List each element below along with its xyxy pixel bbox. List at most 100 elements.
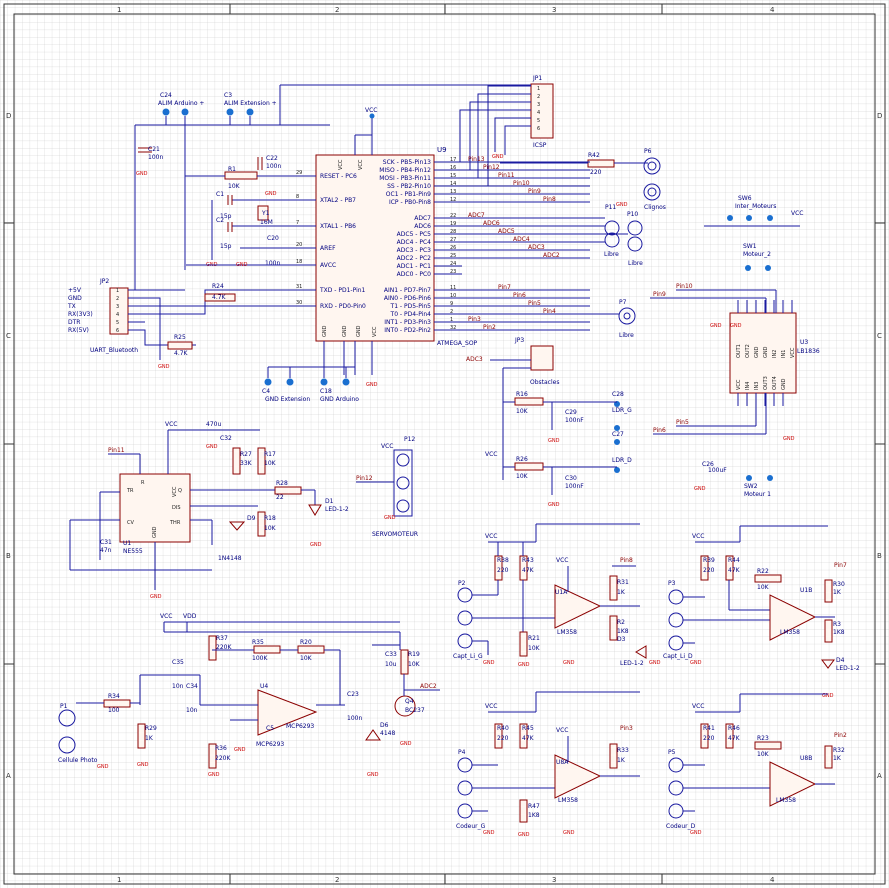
d9-value: 1N4148 (218, 555, 242, 562)
mcu-net-label: ADC3 (528, 244, 545, 251)
line-sensor-left: VCC R38 220 R43 47K P2 Capt_Li_G GND R21… (453, 523, 661, 668)
sw6-vcc: VCC (791, 210, 803, 217)
mcu-right-pin-label: T0 - PD4-Pin4 (390, 311, 432, 318)
d6-label: D6 (380, 722, 389, 729)
mcu-left-pin-num: 30 (296, 300, 302, 306)
border-num-1b: 1 (117, 876, 121, 884)
d6-value: 4148 (380, 730, 395, 737)
border-numbers-top: 1 2 3 4 1 2 3 4 (117, 6, 775, 884)
c2-label: C2 (216, 217, 224, 224)
mcu-body (315, 154, 435, 342)
mcu-right-pin-num: 27 (450, 237, 456, 243)
inter-label: Inter_Moteurs (735, 203, 776, 210)
mcu-left-pin-num: 7 (296, 220, 299, 226)
u3-top-pin-label: GND (754, 346, 760, 358)
r37-value: 220K (216, 644, 232, 651)
jp2-pin-label: TX (67, 303, 76, 310)
mcu-right-pin-label: INT1 - PD3-Pin3 (384, 319, 431, 326)
r29-label: R29 (145, 725, 157, 732)
c24-label: C24 (160, 92, 172, 99)
border-letter-a: A (6, 772, 11, 780)
servo-gnd: GND (384, 515, 396, 521)
icsp-gnd: GND (492, 154, 504, 160)
mcu-gnd-sym: GND (366, 382, 378, 388)
c5-label: C5 (266, 725, 274, 732)
mcu-net-label: ADC2 (543, 252, 560, 259)
u4-body (257, 689, 318, 736)
jp2-pin-num: 6 (116, 328, 119, 334)
mcu-right-pin-num: 22 (450, 213, 456, 219)
r47-value: 1K8 (528, 812, 540, 819)
r37-body (208, 635, 217, 661)
r30-value: 1K (833, 589, 842, 596)
u1a-gnd: GND (563, 660, 575, 666)
r28-body (274, 486, 302, 495)
r34-label: R34 (108, 693, 120, 700)
c31-label: C31 (100, 539, 112, 546)
border-num-1: 1 (117, 6, 121, 14)
r18-value: 10K (264, 525, 277, 532)
pin6-net-u3: Pin6 (653, 427, 666, 434)
mcu-right-pin-num: 32 (450, 325, 456, 331)
mcu-net-label: Pin5 (528, 300, 541, 307)
mcu-right-pin-label: ADC7 (414, 215, 431, 222)
ne555-label: NE555 (123, 548, 143, 555)
c4-label: C4 (262, 388, 270, 395)
ne-dis: DIS (172, 505, 181, 511)
mcu-left-pin-label: RXD - PD0-Pin0 (320, 303, 366, 310)
mcu-left-pin-num: 18 (296, 259, 302, 265)
r33-value: 1K (617, 757, 626, 764)
gnd-ext-label: GND Extension (265, 396, 310, 403)
c3-label: C3 (224, 92, 232, 99)
servo-label: SERVOMOTEUR (372, 531, 418, 538)
r31-body (609, 575, 618, 601)
r46-value: 47K (728, 735, 741, 742)
r45-label: R45 (522, 725, 534, 732)
r43-value: 47K (522, 567, 535, 574)
r25-body (167, 341, 193, 350)
r35-label: R35 (252, 639, 264, 646)
sw2-label: SW2 (744, 483, 758, 490)
u4-gnd: GND (234, 747, 246, 753)
ls-r-vcc: VCC (692, 533, 704, 540)
mcu-right-pin-num: 16 (450, 165, 456, 171)
mcu-right-pin-num: 2 (450, 309, 453, 315)
r43-label: R43 (522, 557, 534, 564)
c26-label: C26 (702, 461, 714, 468)
c35-label: C35 (172, 659, 184, 666)
r31-label: R31 (617, 579, 629, 586)
mcu-net-label: ADC4 (513, 236, 530, 243)
sw6-label: SW6 (738, 195, 752, 202)
p3-gnd: GND (690, 660, 702, 666)
codeur-d-label: Codeur_D (666, 823, 696, 830)
mcu-right-pin-label: OC1 - PB1-Pin9 (386, 191, 431, 198)
r39-value: 220 (703, 567, 715, 574)
border-num-4b: 4 (770, 876, 775, 884)
r33-body (609, 743, 618, 769)
c29-gnd: GND (548, 438, 560, 444)
c29-label: C29 (565, 409, 577, 416)
jp2-pin-label: RX(3V3) (68, 311, 93, 318)
mcu-gnd-label-1: GND (322, 325, 328, 337)
u1b-label: U1B (800, 587, 812, 594)
mcu-net-label: Pin9 (528, 188, 541, 195)
mcu-right-pin-label: ADC3 - PC3 (397, 247, 432, 254)
sw1-label: SW1 (743, 243, 757, 250)
c30-label: C30 (565, 475, 577, 482)
border-letter-b: B (6, 552, 11, 560)
r17-label: R17 (264, 451, 276, 458)
capt-lg-label: Capt_Li_G (453, 653, 483, 660)
r21-gnd: GND (518, 662, 530, 668)
uart-gnd: GND (158, 364, 170, 370)
p2-gnd: GND (483, 660, 495, 666)
ne-vcc-top: VCC (165, 421, 177, 428)
pin11-net-555: Pin11 (108, 447, 125, 454)
u3-body (729, 312, 797, 394)
mcu-right-pin-num: 24 (450, 261, 456, 267)
u3-bot-pin-label: IN4 (745, 382, 751, 390)
mcu-right-pin-label: T1 - PD5-Pin5 (390, 303, 432, 310)
r23-label: R23 (757, 735, 769, 742)
q4-value: BC237 (405, 707, 425, 714)
mcp-label: MCP6293 (256, 741, 284, 748)
r19-body (400, 649, 409, 675)
